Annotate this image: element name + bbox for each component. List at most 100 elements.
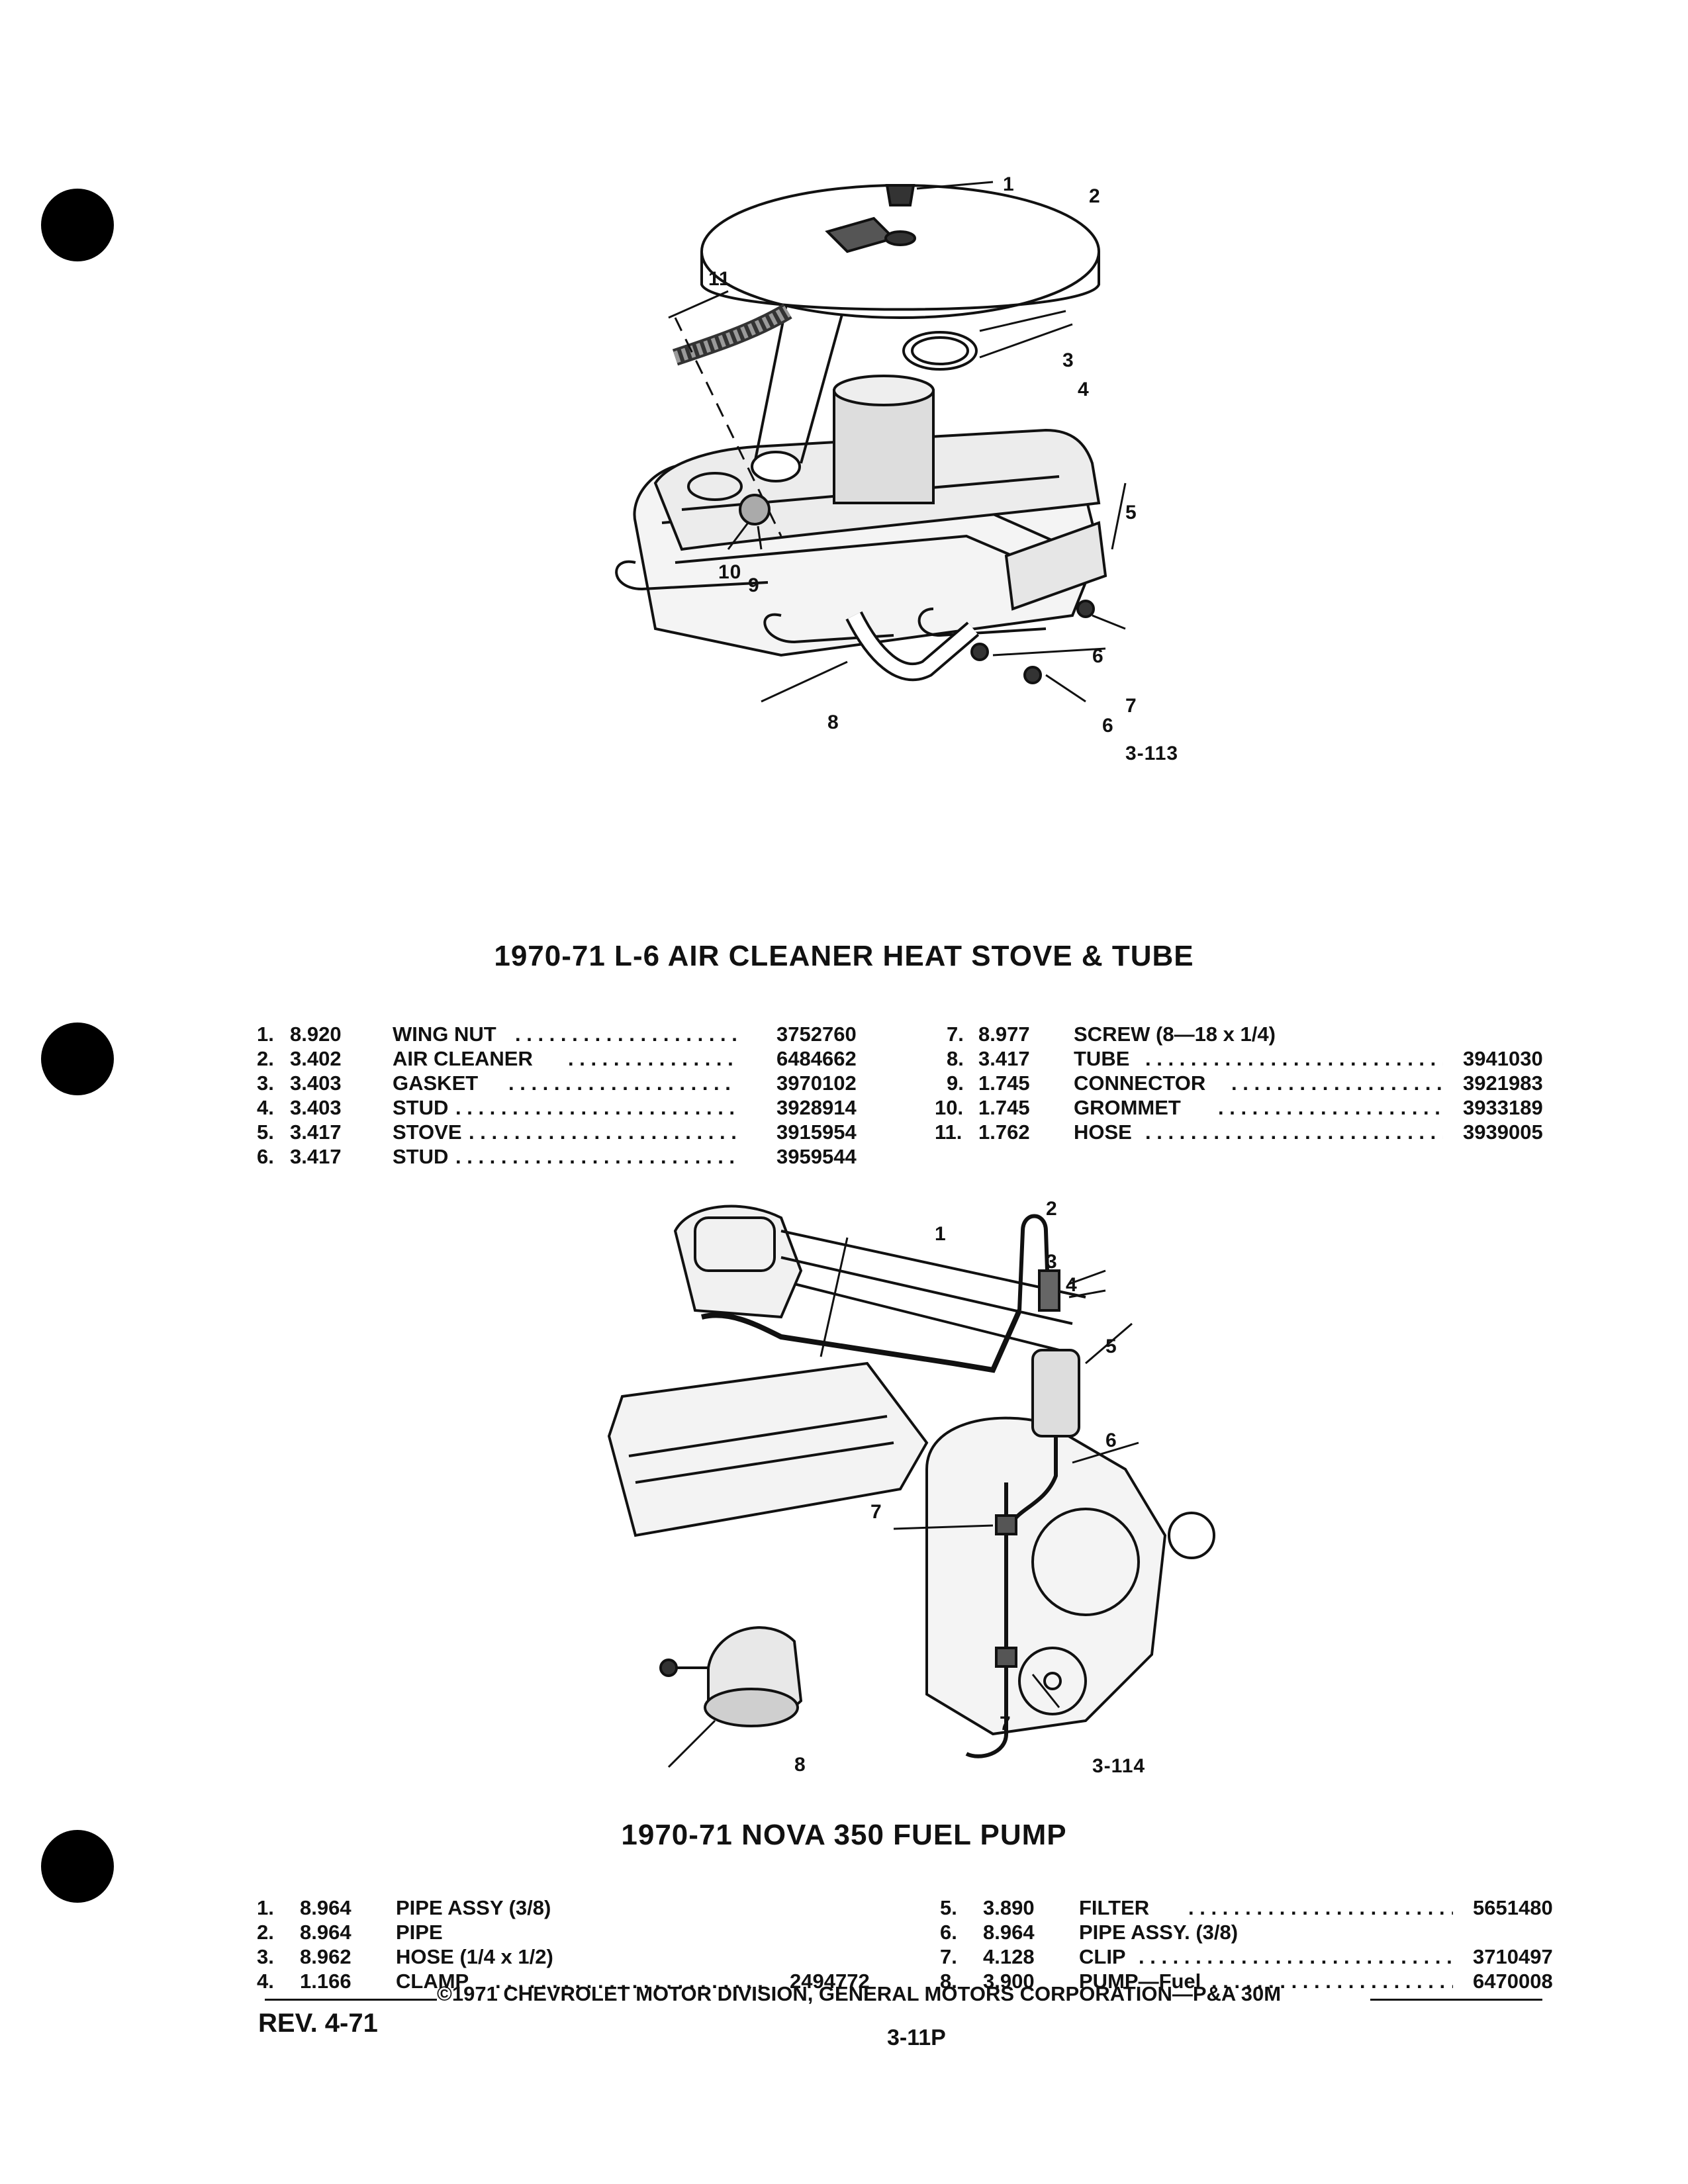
- parts-row: 5. 3.890 FILTER 5651480: [940, 1896, 1575, 1921]
- part-name: HOSE (1/4 x 1/2): [396, 1945, 553, 1968]
- callout-8: 8: [827, 711, 839, 733]
- leader-dots: [469, 1120, 737, 1144]
- parts-row: 2. 8.964 PIPE: [257, 1921, 892, 1946]
- leader-dots: [1139, 1945, 1453, 1969]
- part-number: 3921983: [1463, 1071, 1543, 1095]
- parts-row: 10. 1.745 GROMMET 3933189: [927, 1096, 1562, 1121]
- callout-2: 2: [1089, 185, 1101, 207]
- callout-6: 6: [1105, 1430, 1117, 1451]
- part-number: 3710497: [1473, 1945, 1553, 1968]
- part-name: FILTER: [1079, 1896, 1150, 1919]
- part-number: 5651480: [1473, 1896, 1553, 1919]
- part-name: HOSE: [1074, 1120, 1132, 1144]
- part-name: CLAMP: [396, 1970, 469, 1993]
- callout-5: 5: [1125, 502, 1137, 523]
- part-number: 3933189: [1463, 1096, 1543, 1119]
- group-code: 1.745: [978, 1071, 1030, 1095]
- binder-hole-top: [41, 189, 114, 261]
- part-name: STUD: [393, 1096, 449, 1119]
- leader-dots: [568, 1047, 737, 1071]
- figure-number-2: 3-114: [1092, 1755, 1146, 1777]
- parts-row: 7. 8.977 SCREW (8—18 x 1/4): [927, 1023, 1562, 1048]
- item-number: 11.: [935, 1120, 962, 1144]
- part-number: 3752760: [776, 1023, 857, 1046]
- item-number: 6.: [940, 1921, 957, 1944]
- callout-7: 7: [1125, 695, 1137, 717]
- callout-11: 11: [708, 268, 731, 290]
- figure-number-1: 3-113: [1125, 743, 1179, 764]
- callout-3: 3: [1062, 349, 1074, 371]
- part-name: CONNECTOR: [1074, 1071, 1206, 1095]
- parts-row: 4. 3.403 STUD 3928914: [257, 1096, 866, 1121]
- parts-row: 9. 1.745 CONNECTOR 3921983: [927, 1071, 1562, 1097]
- callout-10: 10: [718, 561, 742, 583]
- revision-label: REV. 4-71: [258, 2009, 378, 2038]
- part-number: 3970102: [776, 1071, 857, 1095]
- group-code: 3.417: [290, 1145, 342, 1168]
- item-number: 6.: [257, 1145, 274, 1168]
- callout-3: 3: [1046, 1251, 1058, 1273]
- leader-dots: [515, 1023, 737, 1046]
- part-name: PIPE ASSY (3/8): [396, 1896, 551, 1919]
- part-number: 6484662: [776, 1047, 857, 1070]
- group-code: 8.964: [300, 1896, 352, 1919]
- item-number: 2.: [257, 1047, 274, 1070]
- parts-row: 5. 3.417 STOVE 3915954: [257, 1120, 866, 1146]
- item-number: 2.: [257, 1921, 274, 1944]
- parts-row: 1. 8.964 PIPE ASSY (3/8): [257, 1896, 892, 1921]
- binder-hole-bottom: [41, 1830, 114, 1903]
- group-code: 4.128: [983, 1945, 1035, 1968]
- part-number: 3959544: [776, 1145, 857, 1168]
- parts-row: 8. 3.417 TUBE 3941030: [927, 1047, 1562, 1072]
- group-code: 3.890: [983, 1896, 1035, 1919]
- callout-1: 1: [935, 1223, 947, 1245]
- callout-8: 8: [794, 1754, 806, 1776]
- leader-dots: [455, 1096, 737, 1120]
- parts-row: 6. 3.417 STUD 3959544: [257, 1145, 866, 1170]
- group-code: 1.745: [978, 1096, 1030, 1119]
- fuel-pump-illustration: [583, 1191, 1231, 1774]
- item-number: 4.: [257, 1970, 274, 1993]
- leader-dots: [1188, 1896, 1453, 1920]
- parts-row: 3. 8.962 HOSE (1/4 x 1/2): [257, 1945, 892, 1970]
- callout-4: 4: [1078, 379, 1090, 400]
- callout-6b: 6: [1102, 715, 1114, 737]
- group-code: 8.977: [978, 1023, 1030, 1046]
- group-code: 3.417: [978, 1047, 1030, 1070]
- group-code: 3.402: [290, 1047, 342, 1070]
- parts-row: 6. 8.964 PIPE ASSY. (3/8): [940, 1921, 1575, 1946]
- item-number: 7.: [940, 1945, 957, 1968]
- part-name: PIPE: [396, 1921, 443, 1944]
- section-title-fuel-pump: 1970-71 NOVA 350 FUEL PUMP: [621, 1819, 1067, 1851]
- group-code: 3.900: [983, 1970, 1035, 1993]
- callout-9: 9: [748, 574, 760, 596]
- callout-4: 4: [1066, 1274, 1078, 1296]
- item-number: 3.: [257, 1945, 274, 1968]
- parts-row: 2. 3.402 AIR CLEANER 6484662: [257, 1047, 866, 1072]
- binder-hole-middle: [41, 1023, 114, 1095]
- group-code: 3.417: [290, 1120, 342, 1144]
- section-title-air-cleaner: 1970-71 L-6 AIR CLEANER HEAT STOVE & TUB…: [494, 940, 1194, 972]
- leader-dots: [1218, 1096, 1443, 1120]
- callout-7b: 7: [1000, 1713, 1011, 1735]
- item-number: 7.: [947, 1023, 964, 1046]
- group-code: 1.166: [300, 1970, 352, 1993]
- callout-6a: 6: [1092, 645, 1104, 667]
- item-number: 1.: [257, 1896, 274, 1919]
- leader-dots: [1145, 1047, 1443, 1071]
- item-number: 3.: [257, 1071, 274, 1095]
- part-name: TUBE: [1074, 1047, 1130, 1070]
- item-number: 9.: [947, 1071, 964, 1095]
- parts-row: 1. 8.920 WING NUT 3752760: [257, 1023, 866, 1048]
- part-number: 3928914: [776, 1096, 857, 1119]
- part-number: 3915954: [776, 1120, 857, 1144]
- part-number: 3939005: [1463, 1120, 1543, 1144]
- part-name: SCREW (8—18 x 1/4): [1074, 1023, 1276, 1046]
- group-code: 8.964: [983, 1921, 1035, 1944]
- item-number: 1.: [257, 1023, 274, 1046]
- leader-dots: [1231, 1071, 1443, 1095]
- part-name: STUD: [393, 1145, 449, 1168]
- part-number: 3941030: [1463, 1047, 1543, 1070]
- part-name: STOVE: [393, 1120, 462, 1144]
- parts-row: 7. 4.128 CLIP 3710497: [940, 1945, 1575, 1970]
